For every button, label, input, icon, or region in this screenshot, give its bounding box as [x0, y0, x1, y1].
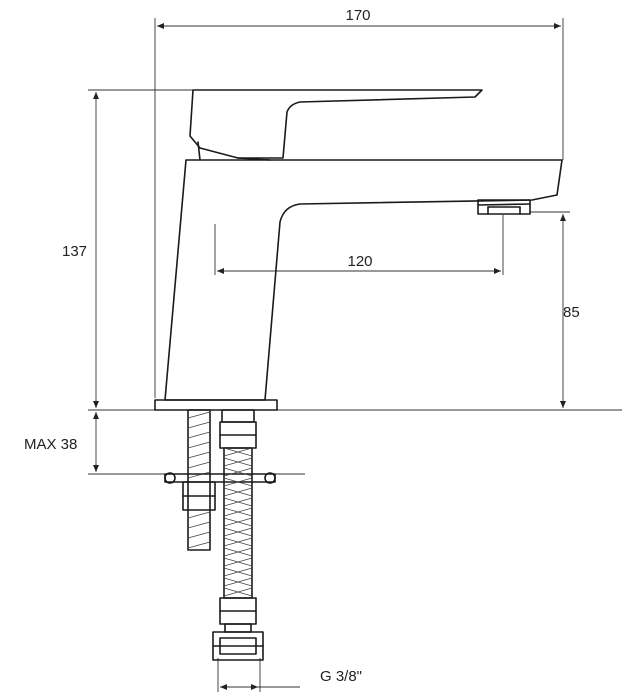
faucet-body — [164, 159, 563, 401]
flexible-hose — [219, 409, 257, 633]
dim-label-170: 170 — [345, 7, 370, 24]
base-plate — [154, 399, 278, 411]
hose-connector-nut — [212, 631, 264, 661]
dim-label-137: 137 — [62, 243, 87, 260]
dimension-85: 85 — [560, 214, 580, 408]
dimension-thread: G 3/8" — [220, 668, 362, 690]
dimension-137: 137 — [62, 92, 99, 408]
extension-lines — [88, 18, 622, 692]
dimension-170: 170 — [157, 7, 561, 29]
aerator — [477, 199, 531, 215]
dim-label-120: 120 — [347, 253, 372, 270]
dim-label-max-38: MAX 38 — [24, 436, 77, 453]
dim-label-85: 85 — [563, 304, 580, 321]
faucet-lever — [189, 89, 483, 161]
dimension-max-38: MAX 38 — [24, 412, 99, 472]
mounting-nut — [164, 472, 276, 511]
threaded-rod — [187, 409, 211, 551]
dimension-120: 120 — [217, 253, 501, 274]
dim-label-thread: G 3/8" — [320, 668, 362, 685]
